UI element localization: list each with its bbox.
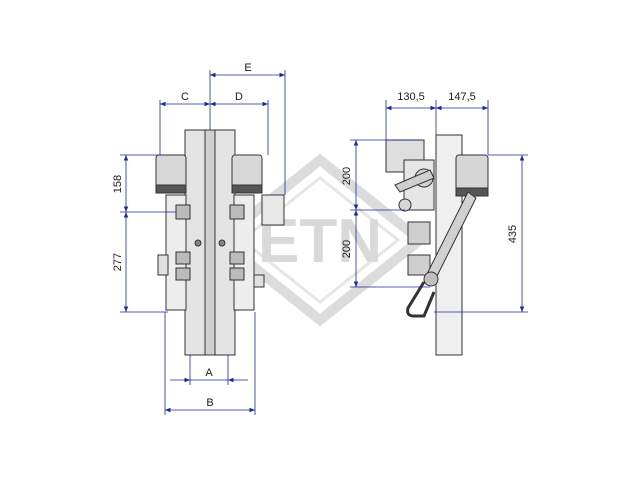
bolt-block-4 xyxy=(229,251,245,265)
pin-right xyxy=(218,239,226,247)
dim-c: C xyxy=(181,91,189,103)
lever-pivot xyxy=(423,271,439,287)
bolt-block-2 xyxy=(229,204,245,220)
bolt-block-1 xyxy=(175,204,191,220)
block-upper xyxy=(407,221,431,245)
block-lower xyxy=(407,254,431,276)
front-dimensions xyxy=(120,70,286,415)
side-dimensions xyxy=(350,100,528,313)
bracket-right xyxy=(261,194,285,226)
dim-147-5: 147,5 xyxy=(448,91,476,103)
bolt-block-5 xyxy=(175,267,191,281)
side-dimension-labels: 130,5 147,5 200 200 435 xyxy=(341,91,519,258)
roller-right-base xyxy=(231,184,263,194)
dim-200-upper: 200 xyxy=(341,167,353,185)
dim-200-lower: 200 xyxy=(341,240,353,258)
bolt-block-3 xyxy=(175,251,191,265)
front-dimension-labels: C D E A B 158 277 xyxy=(112,62,252,409)
stop-left xyxy=(157,254,169,276)
upper-link xyxy=(394,169,435,193)
dim-435: 435 xyxy=(507,225,519,243)
dim-d: D xyxy=(235,91,243,103)
pin-left xyxy=(194,239,202,247)
dim-277: 277 xyxy=(112,253,124,271)
dim-158: 158 xyxy=(112,175,124,193)
roller-left-base xyxy=(155,184,187,194)
bolt-block-6 xyxy=(229,267,245,281)
dim-a: A xyxy=(205,367,213,379)
dim-130-5: 130,5 xyxy=(397,91,425,103)
rail-web xyxy=(204,129,216,356)
release-handle xyxy=(406,281,436,318)
stop-right xyxy=(253,274,265,288)
front-view xyxy=(155,129,285,356)
lower-pivot xyxy=(398,198,412,212)
dim-e: E xyxy=(244,62,251,74)
dim-b: B xyxy=(206,397,213,409)
side-view xyxy=(385,134,489,356)
